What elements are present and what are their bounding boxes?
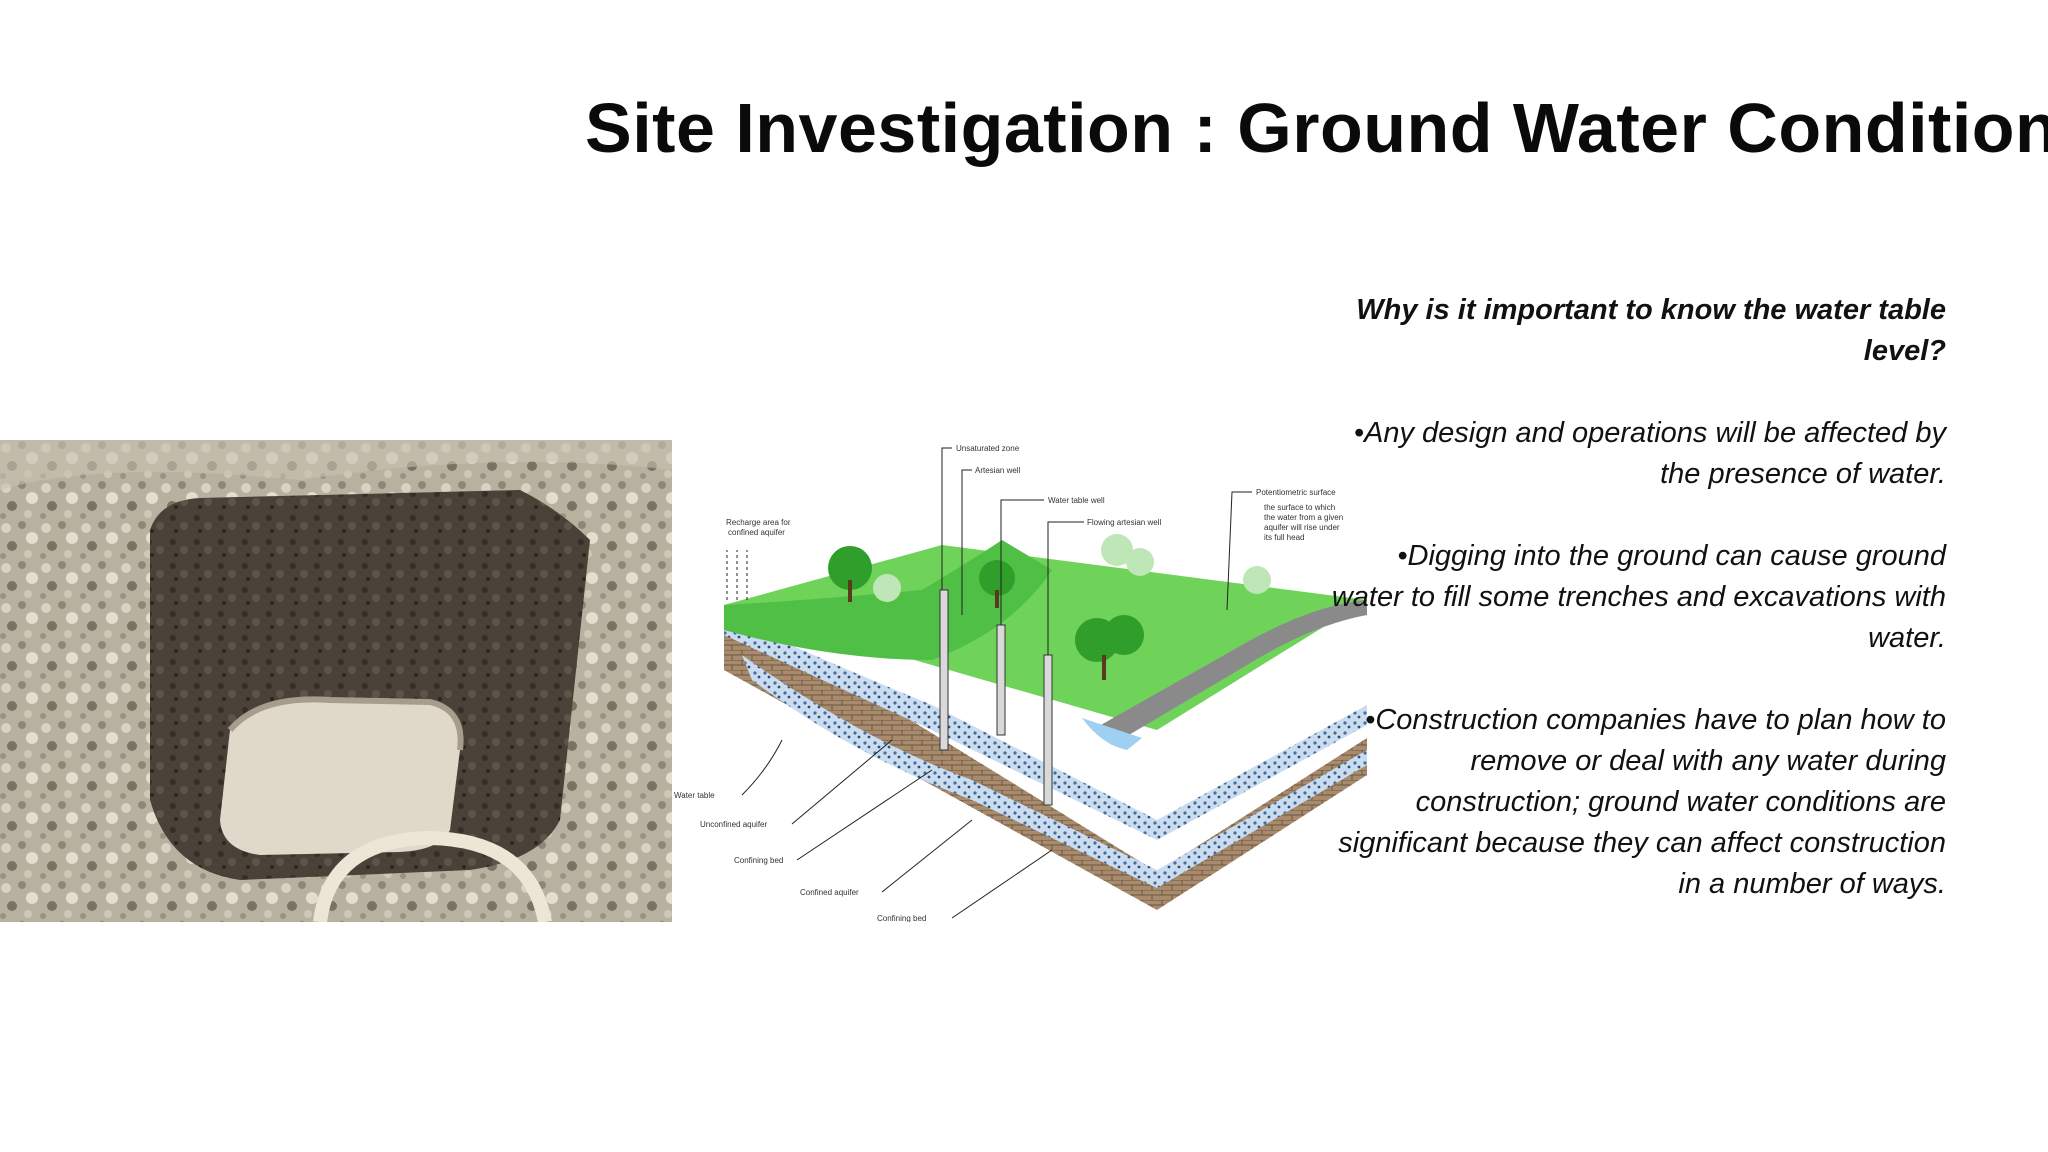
label-water-table-well: Water table well (1048, 496, 1105, 505)
label-potentiometric-surface: Potentiometric surface (1256, 488, 1336, 497)
potentiometric-note-1: the surface to which (1264, 503, 1335, 512)
slide-title: Site Investigation : Ground Water Condit… (585, 89, 2048, 167)
label-confining-bed-2: Confining bed (877, 914, 926, 922)
tree-icon (828, 534, 1271, 680)
label-confining-bed-1: Confining bed (734, 856, 783, 865)
bullet-2: •Digging into the ground can cause groun… (1331, 540, 1946, 654)
label-artesian-well: Artesian well (975, 466, 1021, 475)
potentiometric-note-2: the water from a given (1264, 513, 1343, 522)
potentiometric-note-4: its full head (1264, 533, 1304, 542)
label-recharge-area-2: confined aquifer (728, 528, 785, 537)
excavation-photo (0, 440, 672, 922)
wells (939, 589, 1053, 806)
label-recharge-area-1: Recharge area for (726, 518, 791, 527)
label-unsaturated-zone: Unsaturated zone (956, 444, 1020, 453)
label-confined-aquifer: Confined aquifer (800, 888, 859, 897)
label-unconfined-aquifer: Unconfined aquifer (700, 820, 767, 829)
label-flowing-artesian-well: Flowing artesian well (1087, 518, 1161, 527)
bullet-1: •Any design and operations will be affec… (1353, 417, 1946, 490)
potentiometric-note-3: aquifer will rise under (1264, 523, 1340, 532)
question-heading: Why is it important to know the water ta… (1356, 294, 1946, 367)
bullet-3: •Construction companies have to plan how… (1338, 704, 1946, 900)
body-text: Why is it important to know the water ta… (1326, 290, 1946, 946)
label-water-table: Water table (674, 791, 715, 800)
groundwater-diagram: Unsaturated zone Artesian well Water tab… (674, 444, 1367, 922)
